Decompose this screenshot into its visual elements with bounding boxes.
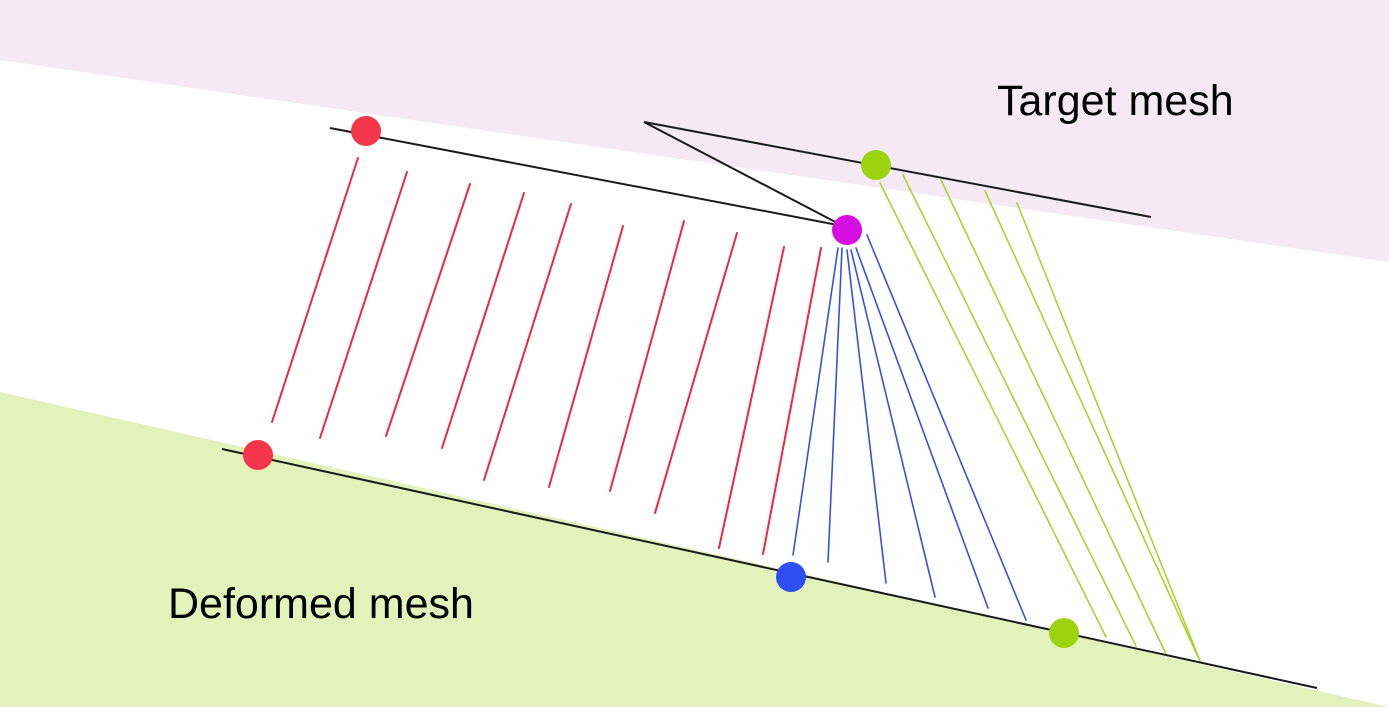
- blue-projection-lines: [792, 234, 1027, 621]
- target-mesh-edge-left: [329, 127, 844, 227]
- blue-projection-line-3: [846, 249, 887, 584]
- red-projection-lines: [271, 157, 822, 555]
- blue-vertex: [776, 562, 806, 592]
- blue-projection-line-5: [855, 247, 989, 609]
- green-vertex-target: [861, 150, 891, 180]
- red-vertex-deformed: [243, 440, 273, 470]
- blue-projection-line-4: [850, 249, 936, 598]
- green-projection-line-2: [902, 174, 1137, 647]
- red-projection-line-3: [385, 183, 471, 437]
- target-mesh-edge-right: [643, 121, 1152, 218]
- red-projection-line-10: [762, 247, 822, 555]
- blue-projection-line-6: [866, 234, 1027, 621]
- mesh-edges: [221, 121, 1318, 689]
- target-mesh-edge-fold: [643, 121, 844, 227]
- green-projection-line-4: [984, 190, 1200, 660]
- red-projection-line-2: [319, 171, 408, 439]
- deformed-mesh-region: [0, 392, 1389, 707]
- red-projection-line-6: [548, 225, 624, 488]
- deformed-mesh-edge: [221, 448, 1318, 689]
- red-projection-line-4: [441, 192, 525, 449]
- blue-projection-line-2: [827, 247, 843, 563]
- red-projection-line-9: [718, 246, 785, 549]
- red-projection-line-1: [271, 157, 359, 423]
- target-mesh-label: Target mesh: [997, 77, 1234, 125]
- green-projection-line-1: [879, 182, 1107, 638]
- blue-projection-line-1: [792, 247, 839, 556]
- green-vertex-deformed: [1049, 618, 1079, 648]
- magenta-vertex: [832, 215, 862, 245]
- green-projection-line-3: [940, 179, 1167, 655]
- green-projection-lines: [879, 174, 1201, 662]
- green-projection-line-5: [1016, 202, 1201, 662]
- red-projection-line-5: [483, 203, 572, 481]
- red-vertex-target: [351, 116, 381, 146]
- mesh-vertices: [243, 116, 1079, 648]
- red-projection-line-8: [654, 232, 738, 514]
- red-projection-line-7: [609, 220, 685, 492]
- deformed-mesh-label: Deformed mesh: [168, 580, 474, 628]
